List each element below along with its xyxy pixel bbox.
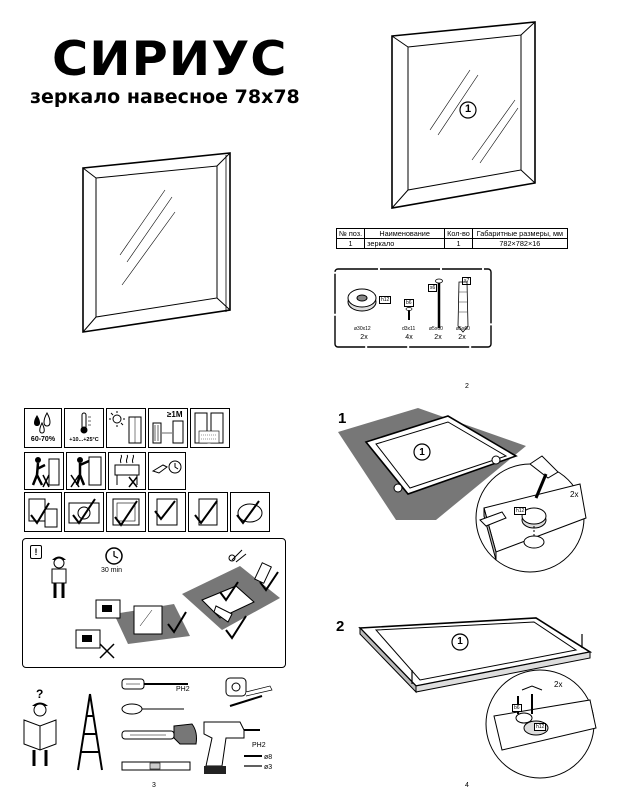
step-1-illustration <box>338 408 587 573</box>
hw-size-s7: ø5х60 <box>456 326 470 332</box>
no-hanging-icon <box>66 452 106 490</box>
svg-text:?: ? <box>36 687 43 701</box>
parts-table: № поз. Наименование Кол-во Габаритные ра… <box>335 228 568 249</box>
warning-badge: ! <box>30 545 42 559</box>
correct-use-icon-2 <box>64 492 104 532</box>
step-1-hw-code: h12 <box>514 507 527 515</box>
hw-qty-h12: 2х <box>360 334 368 341</box>
product-subtitle: зеркало навесное 78х78 <box>30 86 300 108</box>
screwdriver-label: PH2 <box>176 686 190 693</box>
col-header-qty: Кол-во <box>444 228 473 239</box>
hw-code-s6: s6 <box>428 284 438 292</box>
drill-icon <box>203 721 260 774</box>
level-icon <box>121 761 191 771</box>
step-1-qty: 2х <box>570 490 579 499</box>
product-title: СИРИУС <box>52 32 288 87</box>
col-header-name: Наименование <box>364 228 446 239</box>
temperature-icon: +10...+25°C <box>64 408 104 448</box>
ladder-icon <box>77 693 103 771</box>
parts-table-header-row: № поз. Наименование Кол-во Габаритные ра… <box>335 228 568 239</box>
mirror-illustration-part <box>391 21 536 209</box>
step-1-part-marker: 1 <box>419 447 425 458</box>
drill-bit-label: PH2 <box>252 742 266 749</box>
room-wardrobe-icon <box>190 408 230 448</box>
hw-size-b6: d3х11 <box>402 326 416 332</box>
no-heat-source-icon <box>108 452 146 490</box>
correct-use-icon-1 <box>24 492 62 532</box>
step-number-1: 1 <box>338 410 347 427</box>
step-2-qty: 2х <box>554 680 563 689</box>
no-climbing-icon <box>24 452 64 490</box>
temperature-label: +10...+25°C <box>69 437 99 443</box>
distance-from-heater-icon: ≥1M <box>148 408 188 448</box>
hand-clean-icon <box>148 452 186 490</box>
cell-qty: 1 <box>444 238 473 249</box>
drill-d3-label: ø3 <box>264 764 273 771</box>
cell-pos: 1 <box>335 238 366 249</box>
tape-measure-icon <box>225 677 273 697</box>
drill-bits-icon <box>244 755 262 767</box>
pencil-icon <box>229 695 263 707</box>
page-number-2: 2 <box>465 383 469 390</box>
awl-icon <box>121 703 184 715</box>
col-header-pos: № поз. <box>335 228 366 239</box>
incorrect-use-icon-1 <box>148 492 186 532</box>
wrong-placement-illustration <box>75 629 115 659</box>
mirror-placement-illustration <box>95 599 190 644</box>
hw-size-h12: ø30х12 <box>354 326 371 332</box>
cell-name: зеркало <box>364 238 446 249</box>
page-number-4: 4 <box>465 782 469 789</box>
part-marker-1: 1 <box>464 103 472 115</box>
hw-code-s7: s7 <box>462 277 472 285</box>
step-2-hw-code-a: b6 <box>512 704 522 712</box>
step-number-2: 2 <box>336 618 345 635</box>
hardware-bag <box>334 268 492 348</box>
hw-qty-s6: 2х <box>434 334 442 341</box>
humidity-label: 60-70% <box>30 436 56 443</box>
assembly-instructions-box <box>22 538 286 668</box>
hw-qty-b6: 4х <box>405 334 413 341</box>
page-number-3: 3 <box>152 782 156 789</box>
step-2-part-marker: 1 <box>457 636 463 647</box>
drill-d8-label: ø8 <box>264 754 273 761</box>
mirror-illustration-cover <box>82 152 231 333</box>
hw-qty-s7: 2х <box>458 334 466 341</box>
hammer-icon <box>121 723 197 745</box>
clock-icon <box>105 547 123 565</box>
worker-icon <box>51 556 67 598</box>
distance-label: ≥1M <box>167 410 183 419</box>
correct-use-icon-3 <box>106 492 146 532</box>
manual-reading-person-icon: ? <box>23 687 57 766</box>
incorrect-use-icon-2 <box>188 492 228 532</box>
humidity-icon: 60-70% <box>24 408 62 448</box>
screwdriver-icon <box>121 678 188 690</box>
sun-no-direct-light-icon <box>106 408 146 448</box>
hw-code-h12: h12 <box>379 296 392 304</box>
incorrect-use-icon-3 <box>230 492 270 532</box>
cell-dims: 782×782×16 <box>471 238 568 249</box>
table-row: 1 зеркало 1 782×782×16 <box>335 238 568 249</box>
hw-size-s6: ø5х60 <box>429 326 443 332</box>
assembly-time: 30 min <box>101 567 123 574</box>
unpacking-illustration <box>182 549 280 640</box>
hw-code-b6: b6 <box>404 299 414 307</box>
step-2-illustration <box>358 617 597 779</box>
step-2-hw-code-b: h12 <box>534 723 547 731</box>
col-header-dims: Габаритные размеры, мм <box>471 228 568 239</box>
